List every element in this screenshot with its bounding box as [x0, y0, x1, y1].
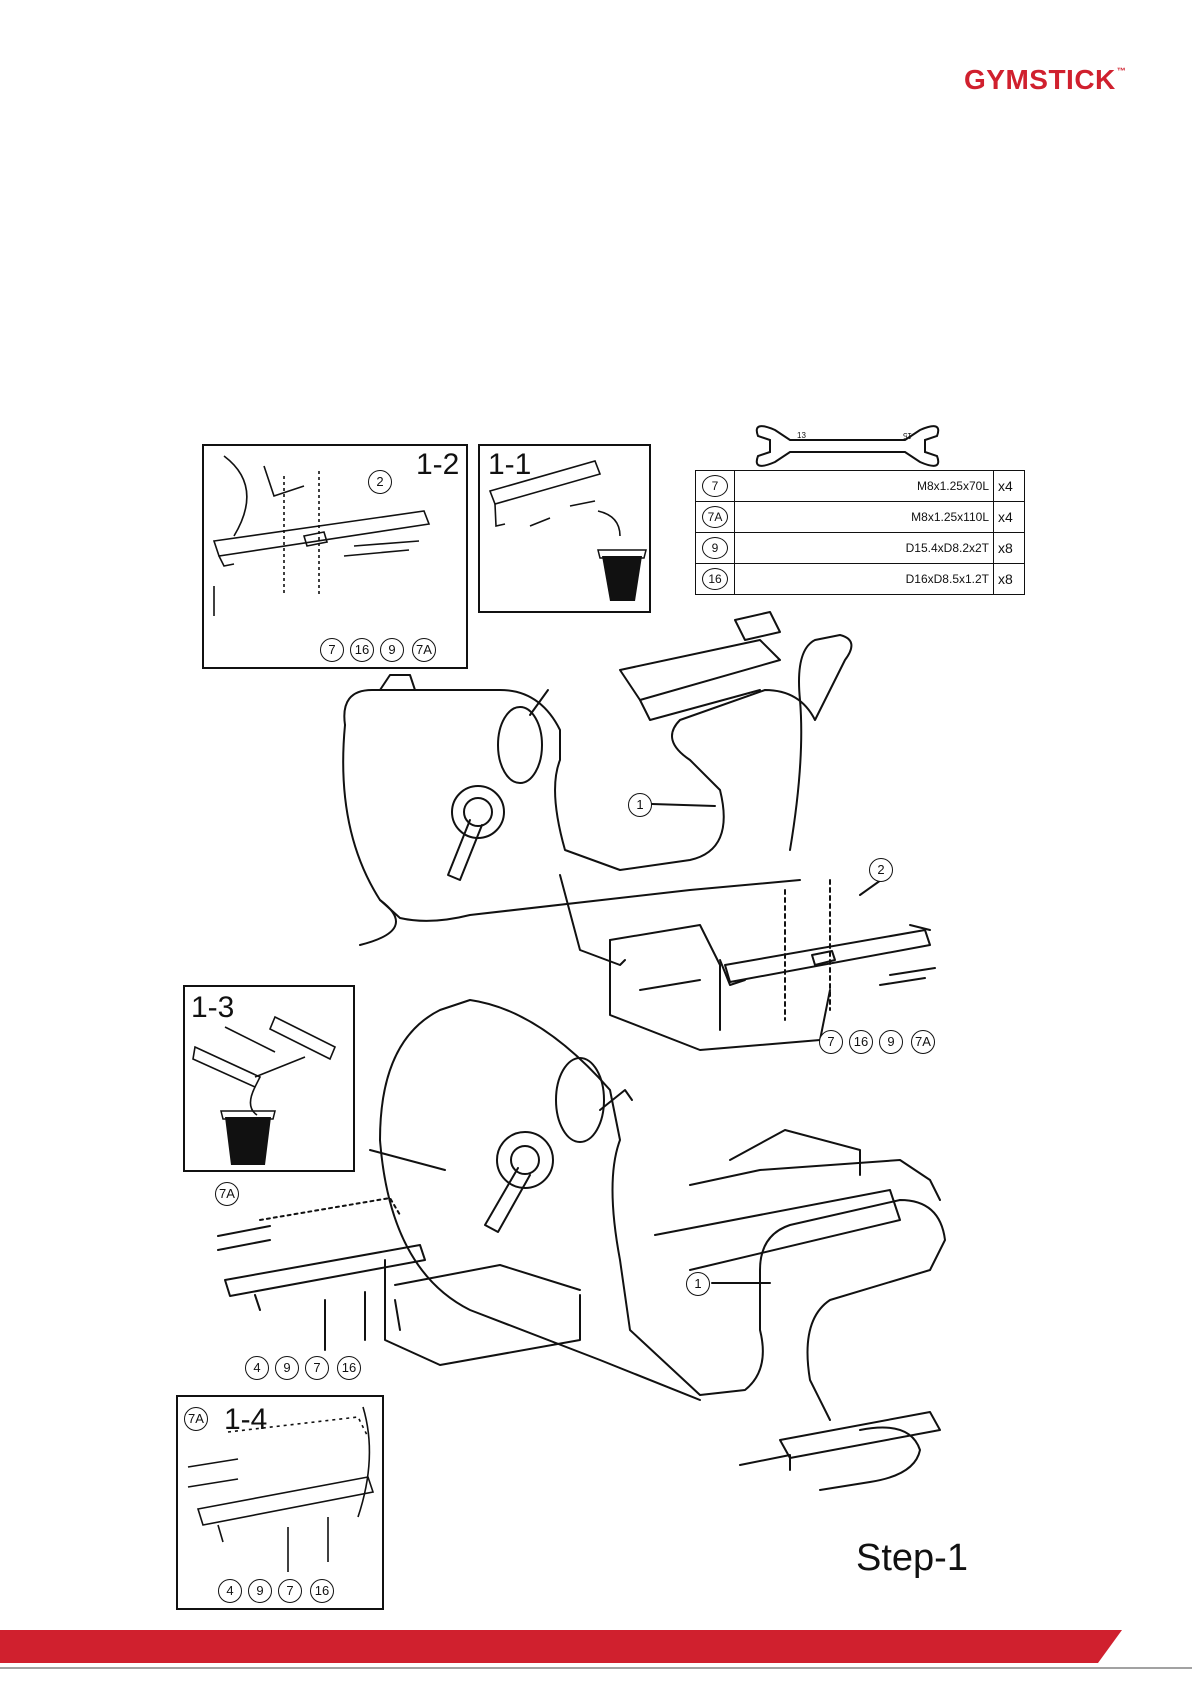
table-row: 7 M8x1.25x70L x4 — [696, 471, 1025, 502]
table-row: 16 D16xD8.5x1.2T x8 — [696, 564, 1025, 595]
callout-long-bolt: 7A — [184, 1407, 208, 1431]
wrench-size-left: 13 — [797, 431, 806, 440]
inset-1-4-drawing — [178, 1397, 382, 1608]
table-row: 9 D15.4xD8.2x2T x8 — [696, 533, 1025, 564]
part-qty: x8 — [998, 540, 1013, 556]
callout-spring-washer: 9 — [879, 1030, 903, 1054]
part-spec: D16xD8.5x1.2T — [906, 572, 989, 586]
callout-washer: 16 — [337, 1356, 361, 1380]
hardware-parts-table: 7 M8x1.25x70L x4 7A M8x1.25x110L x4 9 D1… — [695, 470, 1025, 595]
callout-base-part: 2 — [869, 858, 893, 882]
part-spec: M8x1.25x110L — [911, 510, 989, 524]
inset-1-3: 1-3 — [183, 985, 355, 1172]
inset-1-2: 1-2 2 7 16 9 7A — [202, 444, 468, 669]
callout-leveler: 4 — [218, 1579, 242, 1603]
callout-washer: 16 — [310, 1579, 334, 1603]
callout-bolt: 7 — [819, 1030, 843, 1054]
callout-leveler: 4 — [245, 1356, 269, 1380]
callout-bolt: 7 — [320, 638, 344, 662]
callout-long-bolt: 7A — [412, 638, 436, 662]
inset-label: 1-1 — [488, 448, 531, 482]
inset-label: 1-3 — [191, 991, 234, 1025]
table-row: 7A M8x1.25x110L x4 — [696, 502, 1025, 533]
lower-bike-frame — [370, 1000, 945, 1420]
upper-base-packaging — [610, 925, 830, 1050]
part-qty: x4 — [998, 509, 1013, 525]
part-spec: M8x1.25x70L — [917, 479, 989, 493]
part-id: 16 — [702, 568, 728, 590]
step-label: Step-1 — [856, 1537, 968, 1580]
part-id: 7 — [702, 475, 728, 497]
callout-long-bolt: 7A — [911, 1030, 935, 1054]
callout-spring-washer: 9 — [275, 1356, 299, 1380]
lower-front-stabilizer — [218, 1198, 425, 1350]
inset-label: 1-4 — [224, 1403, 267, 1437]
callout-long-bolt: 7A — [215, 1182, 239, 1206]
footer-band — [0, 1630, 1192, 1670]
callout-base-part: 2 — [368, 470, 392, 494]
inset-1-1: 1-1 — [478, 444, 651, 613]
inset-label: 1-2 — [416, 448, 459, 482]
wrench-size-right: 15 — [903, 431, 912, 440]
part-id: 7A — [702, 506, 728, 528]
part-id: 9 — [702, 537, 728, 559]
part-qty: x8 — [998, 571, 1013, 587]
callout-spring-washer: 9 — [380, 638, 404, 662]
callout-bolt: 7 — [305, 1356, 329, 1380]
part-qty: x4 — [998, 478, 1013, 494]
callout-washer: 16 — [350, 638, 374, 662]
callout-washer: 16 — [849, 1030, 873, 1054]
lower-base-packaging — [385, 1260, 580, 1365]
callout-bolt: 7 — [278, 1579, 302, 1603]
part-spec: D15.4xD8.2x2T — [906, 541, 989, 555]
callout-main-frame: 1 — [686, 1272, 710, 1296]
callout-main-frame: 1 — [628, 793, 652, 817]
inset-1-4: 1-4 7A 4 9 7 16 — [176, 1395, 384, 1610]
lower-rear-stabilizer — [740, 1412, 940, 1490]
callout-spring-washer: 9 — [248, 1579, 272, 1603]
